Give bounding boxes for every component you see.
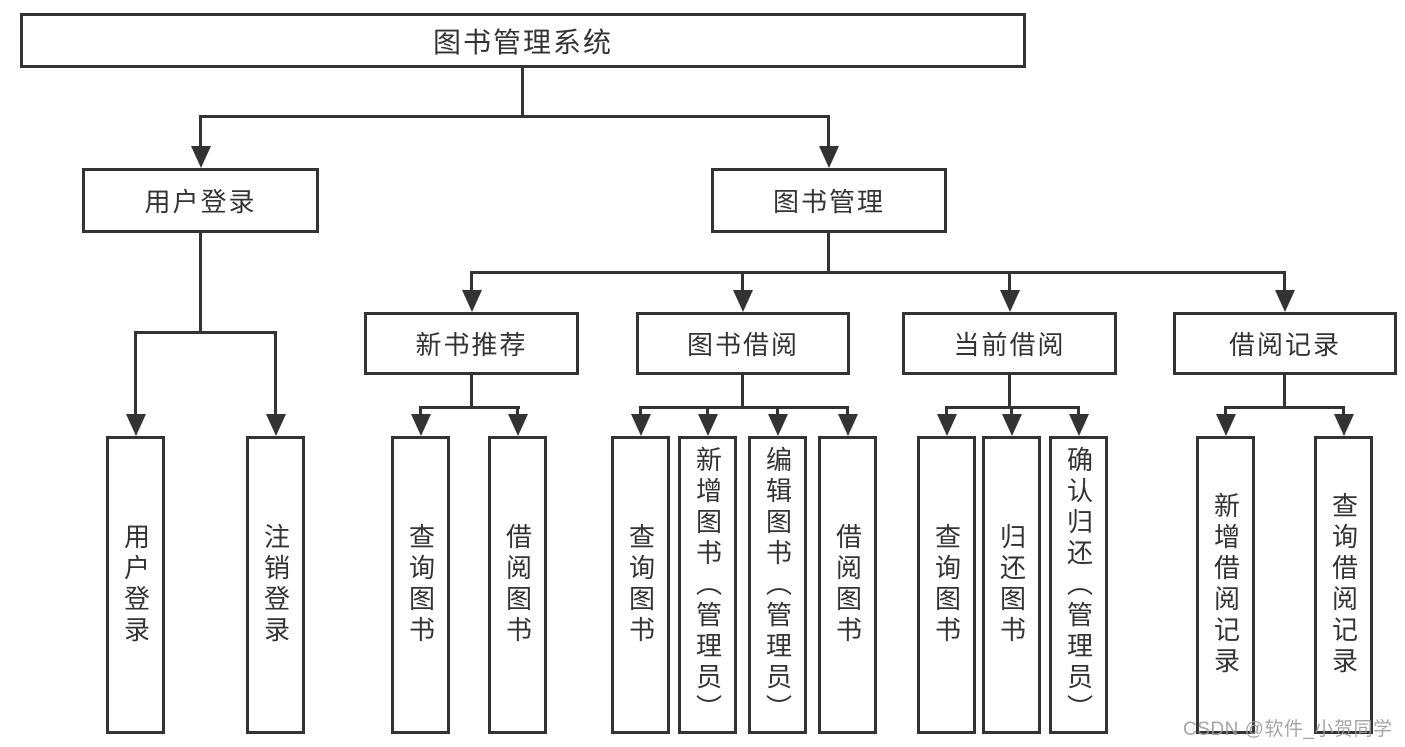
arrow-down-to-cb-confirm bbox=[1068, 406, 1089, 436]
arrow-down-to-book-mgmt bbox=[818, 115, 839, 168]
node-borrow-records: 借阅记录 bbox=[1173, 312, 1397, 375]
arrow-down-to-book-borrow bbox=[732, 271, 753, 312]
node-nb-borrow-books: 借阅图书 bbox=[488, 436, 547, 734]
node-cb-return-book: 归还图书 bbox=[982, 436, 1041, 734]
node-book-borrow: 图书借阅 bbox=[636, 312, 850, 375]
arrow-down-to-bb-edit bbox=[767, 406, 788, 436]
arrow-down-to-nb-borrow bbox=[507, 406, 528, 436]
node-user-login: 用户登录 bbox=[82, 168, 319, 233]
node-br-add-record: 新增借阅记录 bbox=[1196, 436, 1255, 734]
connector-root-stem bbox=[521, 67, 524, 118]
node-bb-edit-book-admin: 编辑图书（管理员） bbox=[748, 436, 807, 734]
arrow-down-to-new-books bbox=[461, 271, 482, 312]
node-bb-borrow-books: 借阅图书 bbox=[818, 436, 877, 734]
connector-root-branch bbox=[199, 115, 830, 118]
connector-current-borrow-stem bbox=[1008, 374, 1011, 409]
arrow-down-to-borrow-records bbox=[1274, 271, 1295, 312]
node-nb-query-books: 查询图书 bbox=[391, 436, 450, 734]
arrow-down-to-bb-borrow bbox=[837, 406, 858, 436]
arrow-down-to-br-query bbox=[1333, 406, 1354, 436]
connector-borrow-records-branch bbox=[1224, 406, 1345, 409]
connector-book-mgmt-stem bbox=[827, 232, 830, 274]
arrow-down-to-bb-query bbox=[630, 406, 651, 436]
arrow-down-to-user-login bbox=[190, 115, 211, 168]
arrow-down-to-login bbox=[125, 331, 146, 436]
connector-book-mgmt-branch bbox=[470, 271, 1286, 274]
node-logout: 注销登录 bbox=[246, 436, 305, 734]
connector-book-borrow-stem bbox=[741, 374, 744, 409]
arrow-down-to-current-borrow bbox=[999, 271, 1020, 312]
node-book-mgmt: 图书管理 bbox=[711, 168, 947, 233]
connector-user-login-branch bbox=[134, 331, 277, 334]
node-cb-confirm-return-admin: 确认归还（管理员） bbox=[1049, 436, 1108, 734]
connector-book-borrow-branch bbox=[639, 406, 849, 409]
node-cb-query-books: 查询图书 bbox=[917, 436, 976, 734]
arrow-down-to-nb-query bbox=[410, 406, 431, 436]
node-login: 用户登录 bbox=[106, 436, 165, 734]
connector-new-books-stem bbox=[470, 374, 473, 409]
connector-new-books-branch bbox=[419, 406, 520, 409]
arrow-down-to-logout bbox=[265, 331, 286, 436]
arrow-down-to-bb-add bbox=[697, 406, 718, 436]
node-bb-query-books: 查询图书 bbox=[611, 436, 670, 734]
connector-user-login-stem bbox=[199, 231, 202, 334]
arrow-down-to-cb-return bbox=[1001, 406, 1022, 436]
watermark-text: CSDN @软件_小贺同学 bbox=[1183, 719, 1393, 740]
node-new-books: 新书推荐 bbox=[364, 312, 579, 375]
node-root: 图书管理系统 bbox=[20, 13, 1026, 68]
node-current-borrow: 当前借阅 bbox=[902, 312, 1117, 375]
arrow-down-to-br-add bbox=[1215, 406, 1236, 436]
connector-borrow-records-stem bbox=[1283, 374, 1286, 409]
node-br-query-record: 查询借阅记录 bbox=[1314, 436, 1373, 734]
arrow-down-to-cb-query bbox=[936, 406, 957, 436]
node-bb-add-book-admin: 新增图书（管理员） bbox=[678, 436, 737, 734]
